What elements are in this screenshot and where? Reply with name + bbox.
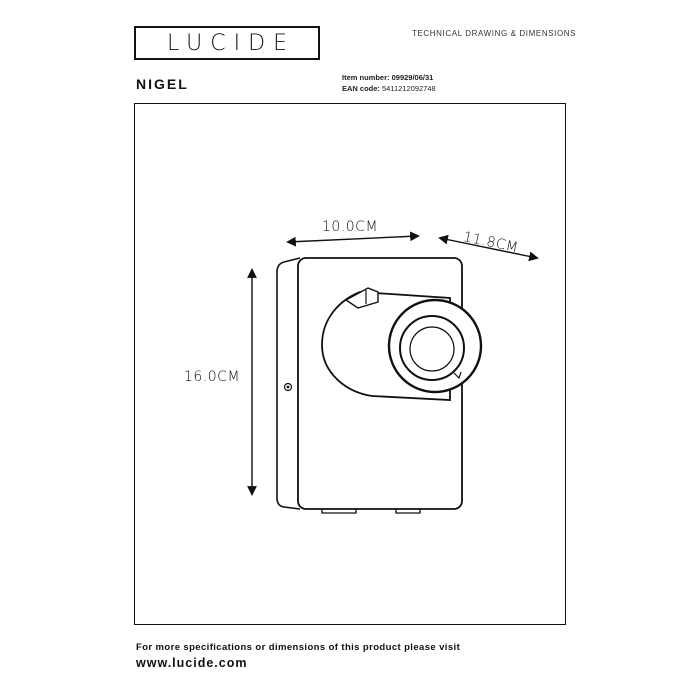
product-name: NIGEL — [136, 76, 189, 92]
document-subtitle: TECHNICAL DRAWING & DIMENSIONS — [412, 29, 577, 38]
switch-button — [283, 382, 293, 392]
wall-plate-back — [276, 257, 301, 510]
spot-lens-inner — [409, 326, 455, 372]
drawing-frame — [134, 103, 566, 625]
brand-logo-text: LUCIDE — [167, 30, 295, 56]
spot-rim-notch — [452, 371, 462, 380]
depth-dimension-arrow — [438, 234, 539, 262]
brand-logo: LUCIDE — [134, 26, 320, 60]
footer-note: For more specifications or dimensions of… — [136, 642, 461, 653]
bottom-foot-right — [395, 509, 421, 514]
width-dimension-arrow — [286, 231, 420, 247]
footer-website-link[interactable]: www.lucide.com — [136, 656, 248, 670]
width-dimension-label: 10.0CM — [322, 219, 379, 235]
item-number-row: Item number: 09929/06/31 — [342, 72, 436, 83]
spot-mount-bracket — [344, 287, 379, 309]
item-number-label: Item number: — [342, 73, 390, 82]
item-number-value: 09929/06/31 — [391, 73, 434, 82]
bottom-foot-left — [321, 509, 357, 514]
switch-button-center — [286, 385, 290, 389]
height-dimension-label: 16.0CM — [184, 369, 241, 385]
ean-label: EAN code: — [342, 84, 380, 93]
ean-row: EAN code: 5411212092748 — [342, 83, 436, 94]
product-meta: Item number: 09929/06/31 EAN code: 54112… — [342, 72, 436, 94]
ean-value: 5411212092748 — [382, 84, 436, 93]
